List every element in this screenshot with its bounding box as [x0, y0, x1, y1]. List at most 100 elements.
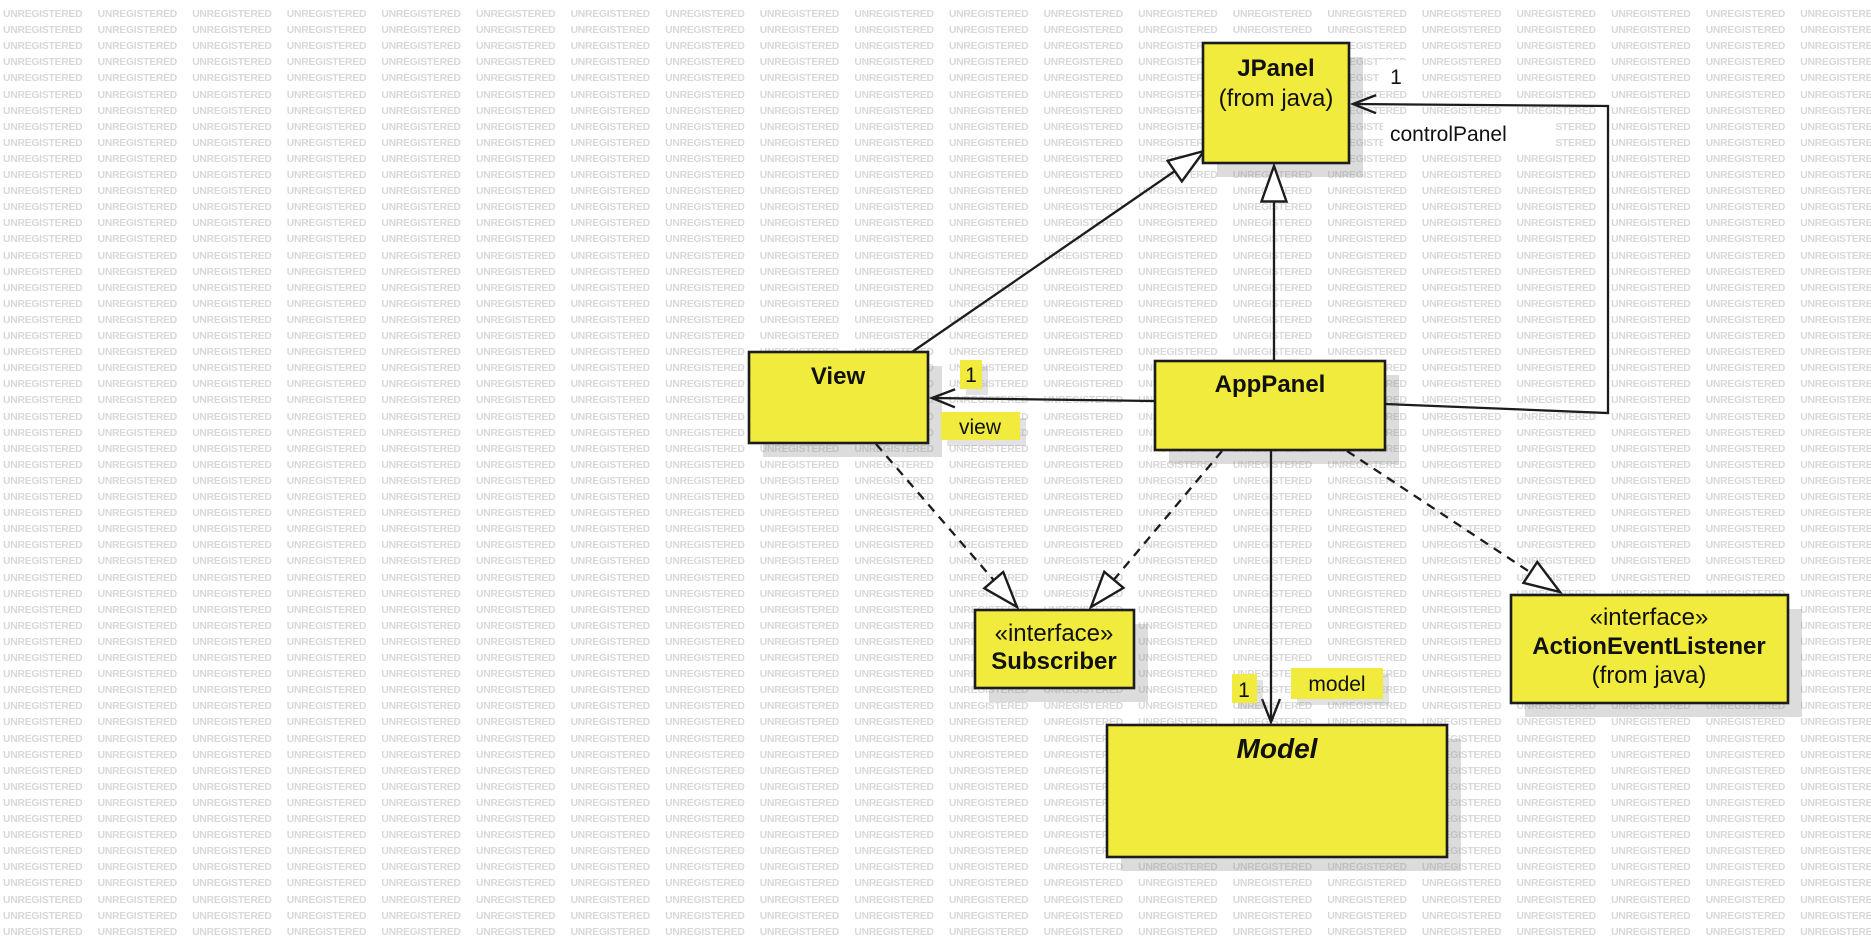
- watermark-text: UNREGISTERED: [759, 556, 840, 568]
- watermark-text: UNREGISTERED: [1327, 572, 1407, 584]
- watermark-text: UNREGISTERED: [192, 314, 272, 326]
- watermark-text: UNREGISTERED: [3, 379, 83, 391]
- watermark-text: UNREGISTERED: [381, 524, 461, 536]
- watermark-text: UNREGISTERED: [1516, 846, 1597, 858]
- watermark-text: UNREGISTERED: [1705, 73, 1786, 85]
- watermark-text: UNREGISTERED: [948, 862, 1029, 874]
- watermark-text: UNREGISTERED: [1043, 524, 1124, 536]
- watermark-text: UNREGISTERED: [286, 186, 367, 198]
- watermark-text: UNREGISTERED: [1800, 797, 1871, 809]
- subscriber-stereotype: «interface»: [995, 620, 1114, 647]
- watermark-text: UNREGISTERED: [854, 781, 934, 793]
- watermark-text: UNREGISTERED: [570, 266, 651, 278]
- watermark-text: UNREGISTERED: [1421, 846, 1502, 858]
- watermark-text: UNREGISTERED: [1800, 781, 1871, 793]
- watermark-text: UNREGISTERED: [1421, 524, 1502, 536]
- watermark-text: UNREGISTERED: [1516, 781, 1597, 793]
- watermark-text: UNREGISTERED: [570, 781, 651, 793]
- watermark-text: UNREGISTERED: [381, 669, 461, 681]
- watermark-text: UNREGISTERED: [1327, 492, 1407, 503]
- watermark-text: UNREGISTERED: [1800, 926, 1871, 938]
- watermark-text: UNREGISTERED: [759, 894, 840, 906]
- watermark-text: UNREGISTERED: [948, 926, 1029, 938]
- watermark-text: UNREGISTERED: [1043, 347, 1124, 359]
- actioneventlistener-origin: (from java): [1592, 662, 1707, 689]
- watermark-text: UNREGISTERED: [665, 170, 745, 181]
- watermark-text: UNREGISTERED: [97, 57, 178, 69]
- watermark-text: UNREGISTERED: [665, 137, 745, 149]
- watermark-text: UNREGISTERED: [1705, 781, 1786, 793]
- watermark-text: UNREGISTERED: [570, 814, 651, 825]
- watermark-text: UNREGISTERED: [1421, 701, 1502, 713]
- watermark-text: UNREGISTERED: [381, 202, 461, 214]
- watermark-text: UNREGISTERED: [759, 733, 840, 745]
- watermark-text: UNREGISTERED: [1800, 572, 1871, 584]
- watermark-text: UNREGISTERED: [1138, 572, 1218, 584]
- watermark-text: UNREGISTERED: [1611, 395, 1691, 407]
- watermark-text: UNREGISTERED: [854, 186, 934, 198]
- watermark-text: UNREGISTERED: [381, 733, 461, 745]
- watermark-text: UNREGISTERED: [1611, 862, 1691, 874]
- class-apppanel: [1153, 359, 1387, 452]
- watermark-text: UNREGISTERED: [97, 508, 178, 520]
- watermark-text: UNREGISTERED: [97, 379, 178, 391]
- watermark-text: UNREGISTERED: [1421, 508, 1502, 520]
- watermark-text: UNREGISTERED: [1421, 411, 1502, 423]
- watermark-text: UNREGISTERED: [1705, 830, 1786, 842]
- watermark-text: UNREGISTERED: [192, 186, 272, 198]
- watermark-text: UNREGISTERED: [665, 492, 745, 503]
- watermark-text: UNREGISTERED: [381, 9, 461, 20]
- watermark-text: UNREGISTERED: [1611, 347, 1691, 359]
- watermark-text: UNREGISTERED: [1232, 556, 1313, 568]
- watermark-text: UNREGISTERED: [1327, 170, 1407, 181]
- watermark-text: UNREGISTERED: [1327, 347, 1407, 359]
- watermark-text: UNREGISTERED: [1327, 556, 1407, 568]
- watermark-text: UNREGISTERED: [475, 604, 556, 616]
- watermark-text: UNREGISTERED: [3, 282, 83, 294]
- watermark-text: UNREGISTERED: [1516, 524, 1597, 536]
- watermark-text: UNREGISTERED: [1138, 250, 1218, 262]
- watermark-text: UNREGISTERED: [192, 202, 272, 214]
- watermark-text: UNREGISTERED: [948, 57, 1029, 69]
- watermark-text: UNREGISTERED: [381, 282, 461, 294]
- watermark-text: UNREGISTERED: [1043, 121, 1124, 133]
- watermark-text: UNREGISTERED: [192, 717, 272, 729]
- watermark-text: UNREGISTERED: [1421, 89, 1502, 101]
- watermark-text: UNREGISTERED: [854, 669, 934, 681]
- watermark-text: UNREGISTERED: [1421, 9, 1502, 20]
- association-apppanel-view: [928, 388, 1156, 409]
- watermark-text: UNREGISTERED: [3, 797, 83, 809]
- watermark-text: UNREGISTERED: [475, 749, 556, 761]
- watermark-text: UNREGISTERED: [1516, 234, 1597, 246]
- watermark-text: UNREGISTERED: [948, 9, 1029, 20]
- watermark-text: UNREGISTERED: [854, 588, 934, 600]
- watermark-text: UNREGISTERED: [3, 137, 83, 149]
- watermark-text: UNREGISTERED: [381, 89, 461, 101]
- watermark-text: UNREGISTERED: [475, 395, 556, 407]
- watermark-text: UNREGISTERED: [286, 298, 367, 310]
- watermark-text: UNREGISTERED: [1138, 540, 1218, 552]
- watermark-text: UNREGISTERED: [1421, 202, 1502, 214]
- watermark-text: UNREGISTERED: [570, 524, 651, 536]
- watermark-text: UNREGISTERED: [1705, 878, 1786, 890]
- watermark-text: UNREGISTERED: [381, 540, 461, 552]
- watermark-text: UNREGISTERED: [1800, 121, 1871, 133]
- watermark-text: UNREGISTERED: [1611, 363, 1691, 375]
- watermark-text: UNREGISTERED: [665, 411, 745, 423]
- watermark-text: UNREGISTERED: [475, 814, 556, 825]
- watermark-text: UNREGISTERED: [1705, 331, 1786, 342]
- apppanel-name: AppPanel: [1215, 371, 1326, 398]
- watermark-text: UNREGISTERED: [948, 894, 1029, 906]
- watermark-text: UNREGISTERED: [570, 749, 651, 761]
- watermark-text: UNREGISTERED: [1043, 862, 1124, 874]
- watermark-text: UNREGISTERED: [854, 57, 934, 69]
- watermark-text: UNREGISTERED: [1327, 234, 1407, 246]
- watermark-text: UNREGISTERED: [1800, 733, 1871, 745]
- watermark-text: UNREGISTERED: [1705, 218, 1786, 230]
- watermark-text: UNREGISTERED: [1800, 717, 1871, 729]
- watermark-text: UNREGISTERED: [475, 266, 556, 278]
- watermark-text: UNREGISTERED: [475, 717, 556, 729]
- watermark-text: UNREGISTERED: [1800, 910, 1871, 922]
- watermark-text: UNREGISTERED: [192, 363, 272, 375]
